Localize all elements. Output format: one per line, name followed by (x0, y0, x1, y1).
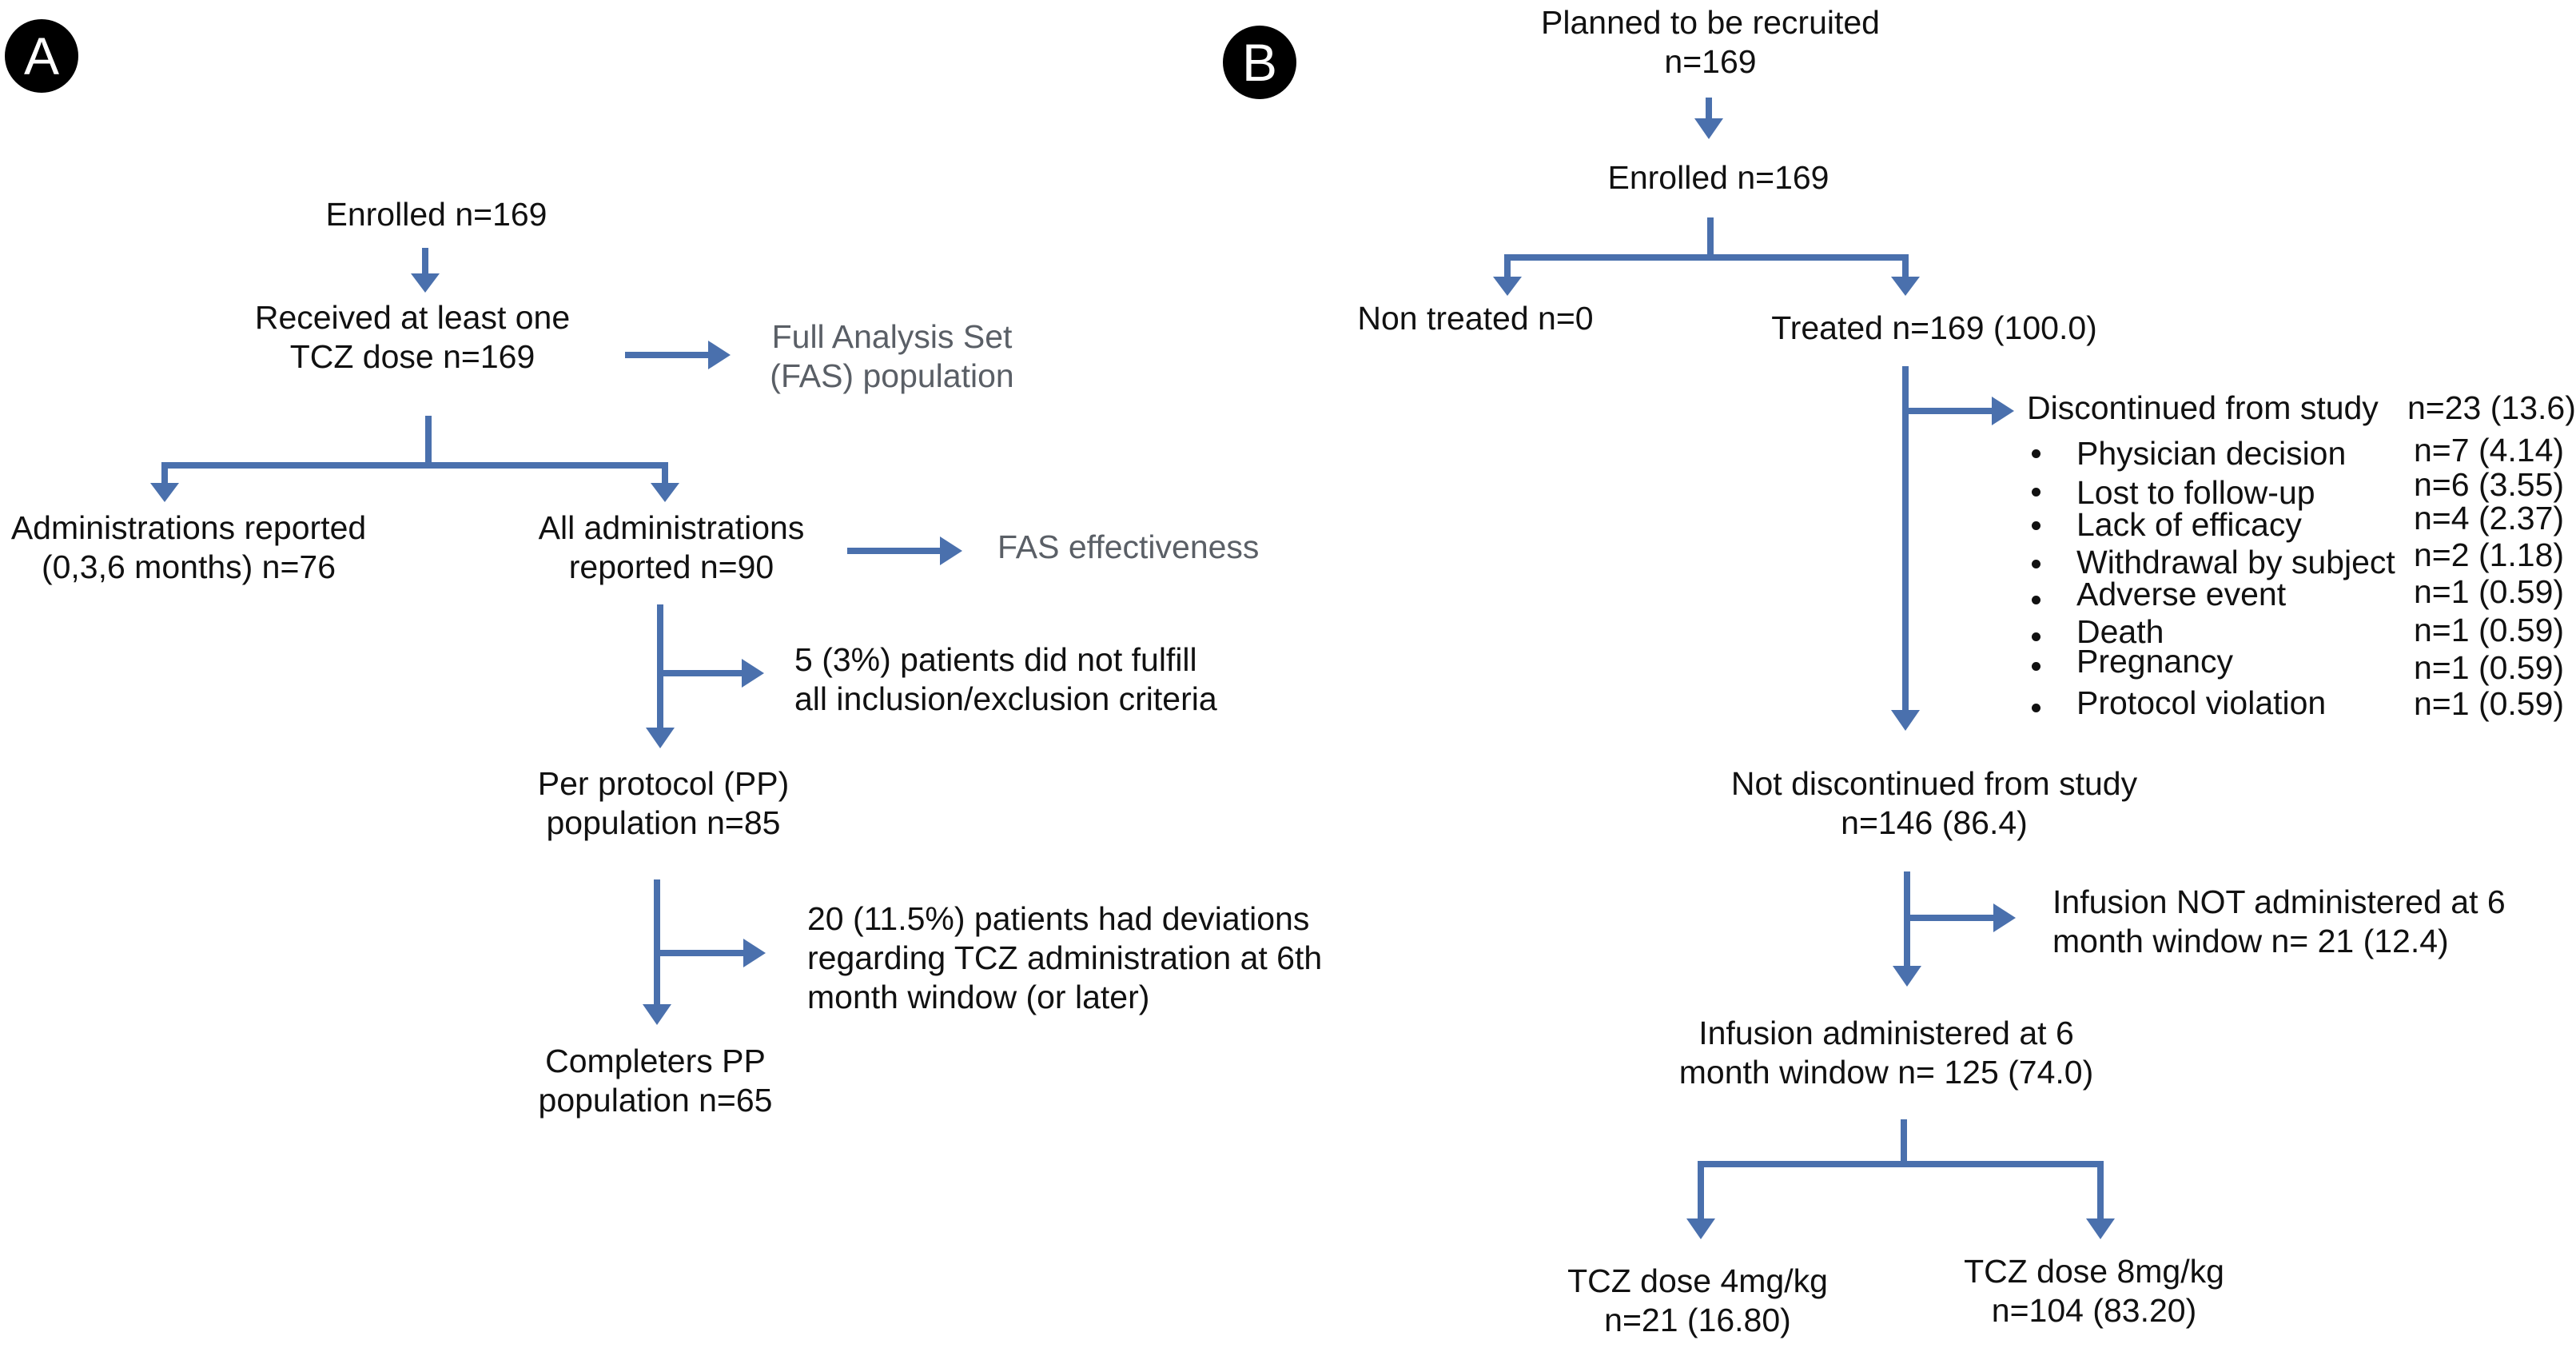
arrowhead (742, 659, 764, 688)
fas-population-line-2: (FAS) population (770, 357, 1014, 394)
enrolled-node: Enrolled n=169 (325, 196, 547, 233)
arrowhead (1993, 903, 2016, 932)
all-administrations-line-1: All administrations (538, 509, 805, 546)
deviation-line-3: month window (or later) (807, 979, 1150, 1015)
bullet-lack-of-efficacy (2032, 521, 2040, 530)
reason-protocol-violation-value: n=1 (0.59) (2414, 685, 2565, 722)
enrolled-b-node: Enrolled n=169 (1607, 159, 1829, 196)
dose-8mg-line-1: TCZ dose 8mg/kg (1964, 1253, 2224, 1290)
arrowhead (1891, 277, 1920, 296)
reason-withdrawal-by-subject: Withdrawal by subject (2076, 544, 2395, 580)
arrowhead (1686, 1218, 1715, 1239)
dose-8mg-line-2: n=104 (83.20) (1991, 1292, 2197, 1329)
arrowhead (1694, 118, 1723, 139)
administrations-reported-line-2: (0,3,6 months) n=76 (41, 548, 336, 585)
arrowhead (646, 728, 675, 748)
deviation-line-2: regarding TCZ administration at 6th (807, 939, 1323, 976)
arrowhead (1493, 277, 1522, 296)
infusion-not-administered-line-1: Infusion NOT administered at 6 (2052, 883, 2506, 920)
bullet-physician-decision (2032, 449, 2040, 458)
received-dose-node: Received at least one TCZ dose n=169 (255, 298, 570, 377)
arrowhead (1893, 966, 1921, 987)
bullet-withdrawal-by-subject (2032, 560, 2040, 568)
bullet-lost-to-follow-up (2032, 488, 2040, 497)
bullet-adverse-event (2032, 596, 2040, 604)
reason-lack-of-efficacy-value: n=4 (2.37) (2414, 500, 2565, 536)
reason-physician-decision: Physician decision (2076, 435, 2347, 472)
arrowhead (651, 483, 679, 502)
reason-adverse-event: Adverse event (2076, 576, 2287, 612)
planned-recruited-line-2: n=169 (1664, 43, 1757, 80)
criteria-exclusion-line-2: all inclusion/exclusion criteria (794, 680, 1217, 717)
reason-death: Death (2076, 613, 2164, 650)
bullet-death (2032, 632, 2040, 641)
bullet-pregnancy (2032, 662, 2040, 671)
arrowhead (2086, 1218, 2115, 1239)
reason-pregnancy-value: n=1 (0.59) (2414, 649, 2565, 686)
deviation-note: 20 (11.5%) patients had deviations regar… (807, 899, 1322, 1017)
received-dose-line-1: Received at least one (254, 299, 571, 336)
arrowhead (743, 939, 766, 967)
reason-physician-decision-value: n=7 (4.14) (2414, 432, 2565, 469)
criteria-exclusion-line-1: 5 (3%) patients did not fulfill (794, 641, 1197, 678)
reason-withdrawal-by-subject-value: n=2 (1.18) (2414, 536, 2565, 573)
infusion-administered-node: Infusion administered at 6 month window … (1679, 1014, 2094, 1092)
planned-recruited-node: Planned to be recruited n=169 (1541, 3, 1880, 82)
panel-b-badge: B (1223, 26, 1296, 99)
treated-node: Treated n=169 (100.0) (1771, 309, 2097, 346)
per-protocol-line-2: population n=85 (546, 804, 781, 841)
administrations-reported-line-1: Administrations reported (10, 509, 367, 546)
infusion-not-administered-line-2: month window n= 21 (12.4) (2052, 923, 2449, 959)
arrowhead (708, 341, 731, 369)
arrowhead (1891, 710, 1920, 731)
arrowhead (643, 1004, 671, 1025)
reason-protocol-violation: Protocol violation (2076, 684, 2327, 721)
per-protocol-line-1: Per protocol (PP) (537, 765, 790, 802)
all-administrations-line-2: reported n=90 (568, 548, 774, 585)
criteria-exclusion-note: 5 (3%) patients did not fulfill all incl… (794, 640, 1217, 719)
reason-pregnancy: Pregnancy (2076, 643, 2234, 680)
not-discontinued-node: Not discontinued from study n=146 (86.4) (1731, 764, 2137, 843)
completers-pp-line-1: Completers PP (545, 1043, 766, 1079)
reason-lack-of-efficacy: Lack of efficacy (2076, 506, 2302, 543)
per-protocol-node: Per protocol (PP) population n=85 (538, 764, 789, 843)
non-treated-node: Non treated n=0 (1357, 300, 1594, 337)
dose-8mg-node: TCZ dose 8mg/kg n=104 (83.20) (1964, 1252, 2224, 1330)
deviation-line-1: 20 (11.5%) patients had deviations (807, 900, 1310, 937)
infusion-not-administered-node: Infusion NOT administered at 6 month win… (2052, 883, 2506, 961)
dose-4mg-line-2: n=21 (16.80) (1604, 1302, 1791, 1338)
fas-population-node: Full Analysis Set (FAS) population (770, 317, 1013, 396)
fas-population-line-1: Full Analysis Set (771, 318, 1013, 355)
reason-death-value: n=1 (0.59) (2414, 612, 2565, 648)
panel-a-badge: A (5, 19, 78, 93)
not-discontinued-line-1: Not discontinued from study (1730, 765, 2138, 802)
reason-lost-to-follow-up-value: n=6 (3.55) (2414, 466, 2565, 503)
arrowhead (1992, 397, 2014, 425)
fas-effectiveness-node: FAS effectiveness (997, 528, 1260, 565)
reason-lost-to-follow-up: Lost to follow-up (2076, 474, 2315, 511)
dose-4mg-node: TCZ dose 4mg/kg n=21 (16.80) (1567, 1262, 1828, 1340)
arrowhead (940, 536, 962, 565)
discontinued-value: n=23 (13.6) (2407, 389, 2576, 426)
arrowhead (411, 273, 440, 293)
all-administrations-node: All administrations reported n=90 (539, 508, 805, 587)
reason-adverse-event-value: n=1 (0.59) (2414, 573, 2565, 610)
received-dose-line-2: TCZ dose n=169 (289, 338, 536, 375)
dose-4mg-line-1: TCZ dose 4mg/kg (1567, 1262, 1828, 1299)
discontinued-label: Discontinued from study (2027, 389, 2379, 426)
administrations-reported-node: Administrations reported (0,3,6 months) … (11, 508, 366, 587)
not-discontinued-line-2: n=146 (86.4) (1841, 804, 2028, 841)
completers-pp-node: Completers PP population n=65 (539, 1042, 773, 1120)
infusion-administered-line-2: month window n= 125 (74.0) (1678, 1054, 2094, 1091)
arrowhead (150, 483, 179, 502)
planned-recruited-line-1: Planned to be recruited (1541, 4, 1880, 41)
completers-pp-line-2: population n=65 (538, 1082, 773, 1119)
bullet-protocol-violation (2032, 704, 2040, 712)
infusion-administered-line-1: Infusion administered at 6 (1698, 1015, 2074, 1051)
